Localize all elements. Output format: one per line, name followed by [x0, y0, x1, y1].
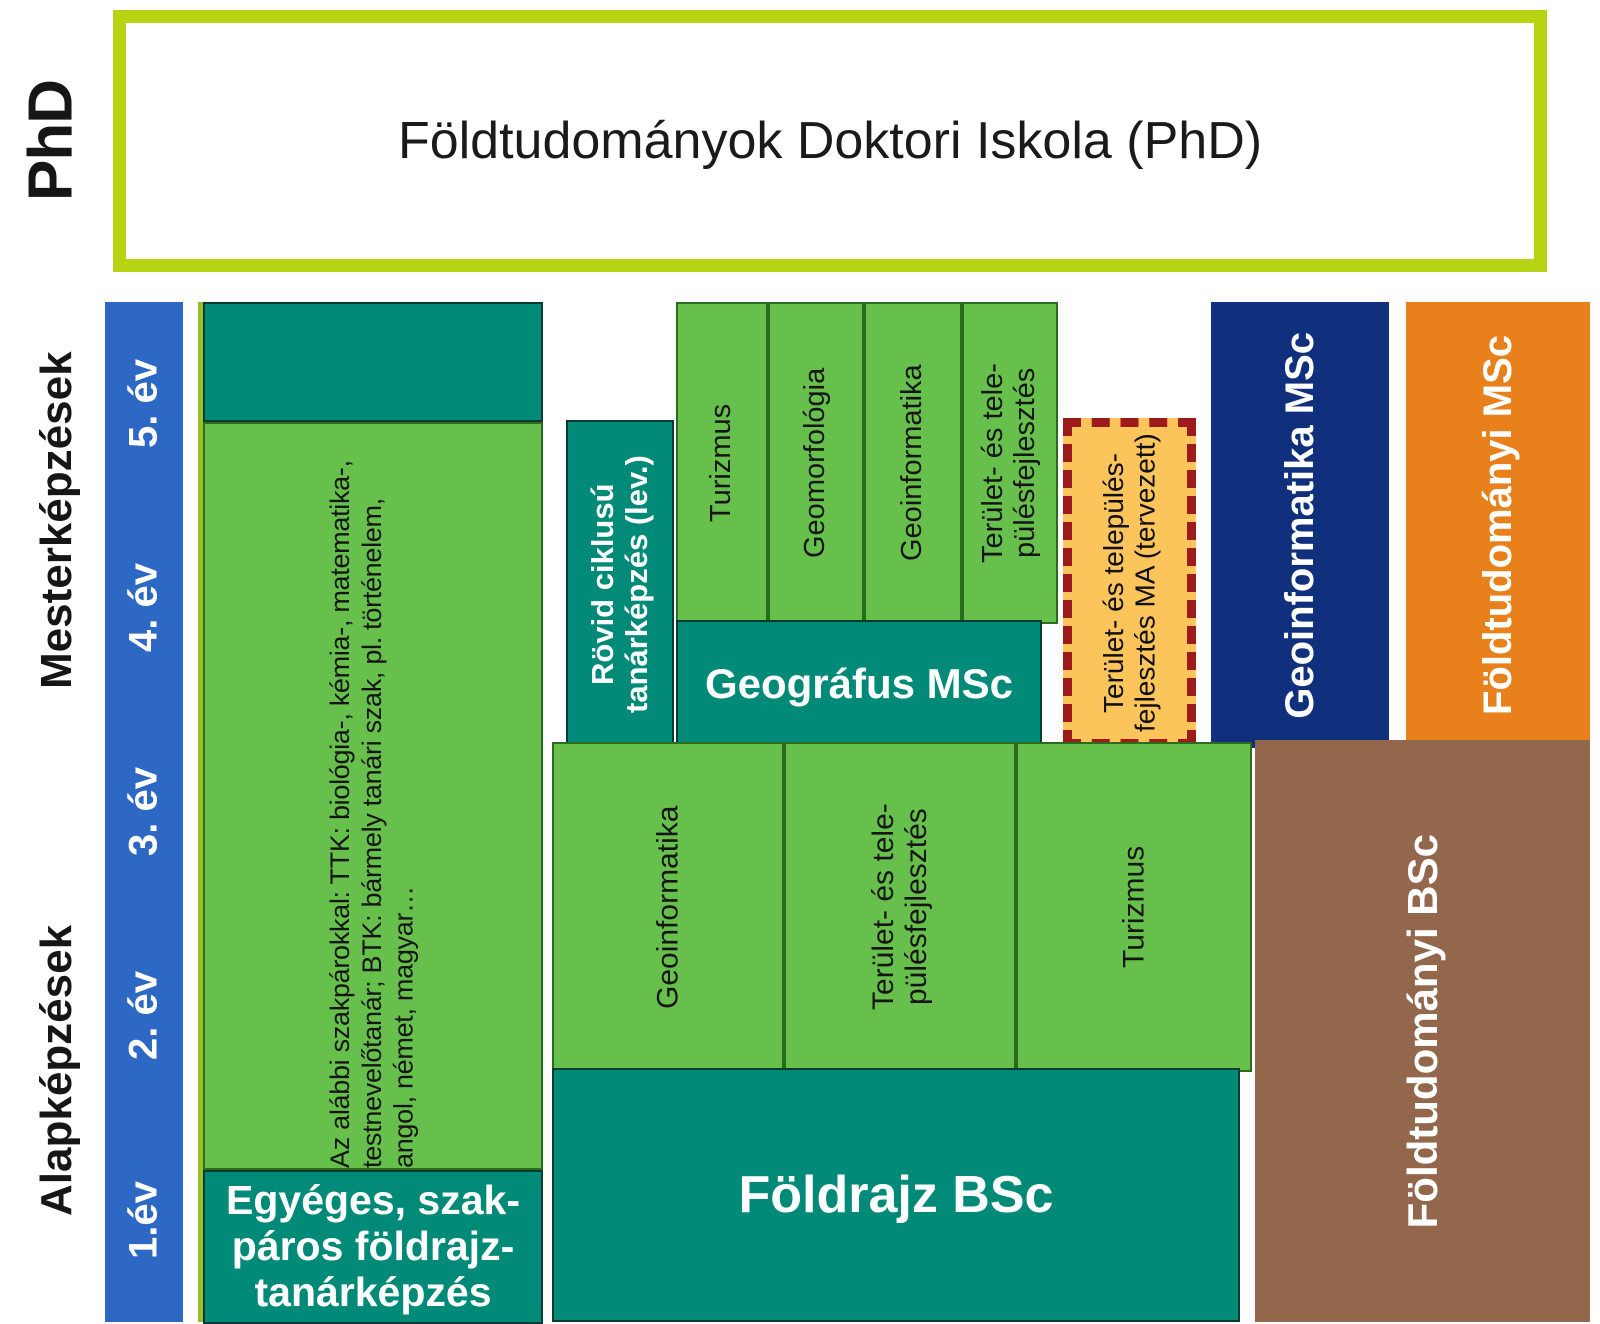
foldtudomanyi-msc-box[interactable]: Földtudományi MSc [1406, 302, 1590, 748]
teacher-training-pairs-box[interactable]: Az alábbi szakpárokkal: TTK: biológia-, … [203, 422, 543, 1170]
short-cycle-teacher-training-box[interactable]: Rövid ciklusú tanárképzés (lev.) [566, 420, 674, 748]
year-cell-5: 5. év [121, 359, 166, 449]
year-cell-3: 3. év [121, 767, 166, 857]
teacher-training-top-block[interactable] [203, 302, 543, 422]
geografus-msc-label: Geográfus MSc [704, 660, 1014, 707]
teacher-training-program-label: Egyéges, szak-páros földrajz-tanárképzés [226, 1177, 520, 1315]
phd-school-box[interactable]: Földtudományok Doktori Iskola (PhD) [113, 10, 1547, 272]
foldrajz-bsc-label: Földrajz BSc [738, 1166, 1054, 1224]
geoinformatika-msc-label: Geoinformatika MSc [1277, 331, 1322, 719]
year-cell-2: 2. év [121, 971, 166, 1061]
foldtudomanyi-bsc-box[interactable]: Földtudományi BSc [1255, 740, 1590, 1322]
year-cell-4: 4. év [121, 563, 166, 653]
geografus-msc-specialization-row: Turizmus Geomorfológia Geoinformatika Te… [676, 302, 1058, 624]
geoinformatika-msc-box[interactable]: Geoinformatika MSc [1211, 302, 1389, 748]
phd-stage-label: PhD [16, 80, 86, 202]
msc-spec-terulesfejlesztes[interactable]: Terület- és tele-pülésfejlesztés [962, 302, 1058, 624]
planned-ma-box[interactable]: Terület- és település-fejlesztés MA (ter… [1063, 418, 1196, 748]
teacher-training-program-box[interactable]: Egyéges, szak-páros földrajz-tanárképzés [203, 1170, 543, 1324]
planned-ma-label: Terület- és település-fejlesztés MA (ter… [1098, 433, 1161, 733]
foldtudomanyi-bsc-label: Földtudományi BSc [1398, 833, 1446, 1229]
masters-stage-label: Mesterképzések [32, 351, 81, 689]
phd-school-title: Földtudományok Doktori Iskola (PhD) [397, 112, 1263, 170]
msc-spec-turizmus[interactable]: Turizmus [676, 302, 768, 624]
bsc-spec-geoinformatika[interactable]: Geoinformatika [552, 742, 784, 1072]
bsc-spec-turizmus[interactable]: Turizmus [1016, 742, 1252, 1072]
short-cycle-teacher-training-label: Rövid ciklusú tanárképzés (lev.) [584, 455, 654, 713]
bachelors-stage-label: Alapképzések [32, 924, 81, 1216]
teacher-training-pairs-text: Az alábbi szakpárokkal: TTK: biológia-, … [325, 460, 419, 1168]
year-cell-1: 1.év [121, 1181, 166, 1259]
msc-spec-geomorfologia[interactable]: Geomorfológia [768, 302, 864, 624]
msc-spec-geoinformatika[interactable]: Geoinformatika [864, 302, 962, 624]
geografus-msc-box[interactable]: Geográfus MSc [676, 620, 1042, 748]
foldrajz-bsc-box[interactable]: Földrajz BSc [552, 1068, 1240, 1322]
teacher-training-column: Az alábbi szakpárokkal: TTK: biológia-, … [198, 302, 543, 1324]
foldrajz-bsc-specialization-row: Geoinformatika Terület- és tele-pülésfej… [552, 742, 1252, 1072]
year-scale-bar: 5. év 4. év 3. év 2. év 1.év [105, 302, 183, 1322]
bsc-spec-terulesfejlesztes[interactable]: Terület- és tele-pülésfejlesztés [784, 742, 1016, 1072]
foldtudomanyi-msc-label: Földtudományi MSc [1475, 335, 1520, 715]
